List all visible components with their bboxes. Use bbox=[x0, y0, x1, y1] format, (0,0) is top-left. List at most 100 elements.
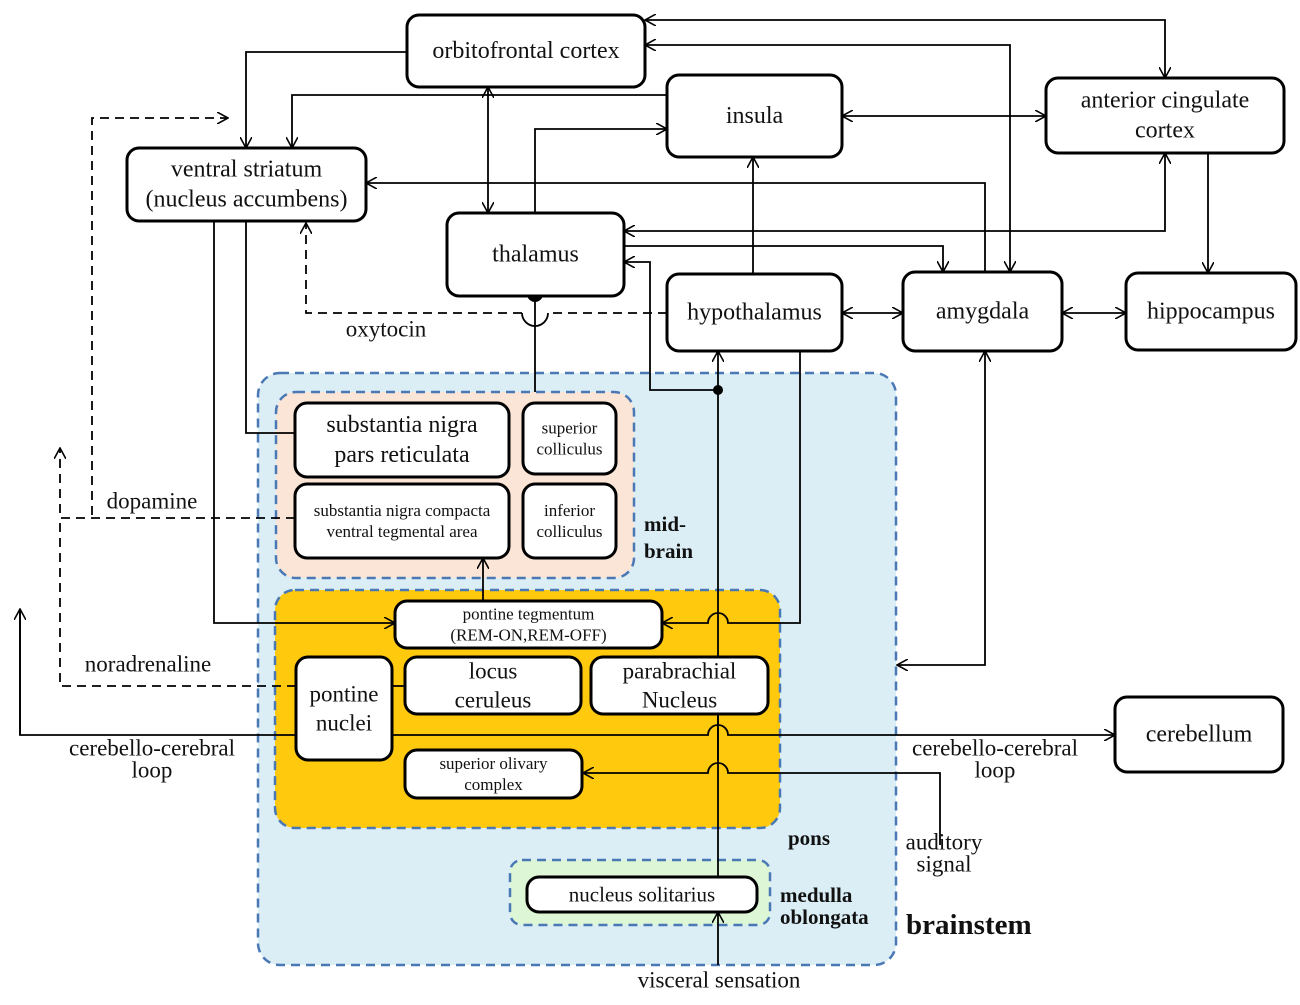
loop-right-label: loop bbox=[975, 758, 1016, 783]
oxytocin-label: oxytocin bbox=[346, 317, 427, 342]
thalamus-to-insula-arrow bbox=[534, 129, 667, 213]
thalamus-to-amygdala-arrow bbox=[624, 245, 943, 272]
node-label: anterior cingulate bbox=[1081, 88, 1250, 114]
node-box bbox=[525, 875, 759, 914]
auditory-to-olivary-arrow bbox=[583, 762, 941, 845]
node-label: substantia nigra bbox=[326, 412, 478, 438]
node-locus-ceruleus: locus ceruleus bbox=[403, 655, 583, 716]
loop-left-label: loop bbox=[132, 758, 173, 783]
loop-left-label: cerebello-cerebral bbox=[69, 736, 235, 761]
node-insula: insula bbox=[665, 73, 844, 159]
node-label: orbitofrontal cortex bbox=[432, 38, 619, 64]
node-box bbox=[901, 270, 1064, 353]
node-box bbox=[403, 748, 584, 800]
dopamine-pathway-line bbox=[60, 448, 295, 519]
node-box bbox=[294, 655, 394, 762]
node-hypothalamus: hypothalamus bbox=[665, 272, 844, 353]
node-box bbox=[521, 482, 618, 560]
loop-right-label: cerebello-cerebral bbox=[912, 736, 1078, 761]
insula-to-striatum-arrow bbox=[292, 94, 667, 148]
neuromodulator-pathways bbox=[59, 118, 667, 687]
node-box bbox=[521, 401, 618, 476]
ascending-junction-dot bbox=[713, 385, 723, 395]
node-label: amygdala bbox=[936, 299, 1030, 325]
node-label: ventral tegmental area bbox=[326, 522, 477, 541]
node-label: pontine bbox=[310, 682, 379, 707]
thalamus-ascending-arrow bbox=[624, 262, 718, 391]
striatum-to-tegmentum-arrow bbox=[213, 221, 395, 623]
node-box bbox=[405, 13, 647, 89]
node-label: nucleus solitarius bbox=[569, 883, 715, 907]
nodes: orbitofrontal cortex insula anterior cingu… bbox=[125, 13, 1298, 914]
noradrenaline-pathway-line bbox=[59, 520, 296, 687]
node-acc: anterior cingulate cortex bbox=[1044, 76, 1286, 155]
oxytocin-jump bbox=[521, 312, 549, 327]
node-label: pontine tegmentum bbox=[463, 604, 595, 623]
node-label: inferior bbox=[544, 501, 595, 520]
node-label: (REM-ON,REM-OFF) bbox=[450, 626, 606, 645]
node-pontine-nuclei: pontine nuclei bbox=[294, 655, 394, 762]
node-label: hypothalamus bbox=[687, 300, 822, 326]
acc-to-thalamus-arrow bbox=[624, 153, 1165, 231]
medulla-label: oblongata bbox=[780, 905, 869, 929]
amygdala-brainstem-arrow bbox=[897, 351, 985, 665]
dopamine-label: dopamine bbox=[107, 489, 198, 514]
node-label: insula bbox=[726, 103, 784, 129]
ofc-to-striatum-arrow bbox=[246, 51, 407, 148]
node-label: hippocampus bbox=[1147, 299, 1275, 325]
node-superior-olivary: superior olivary complex bbox=[403, 748, 584, 800]
node-box bbox=[445, 211, 626, 298]
node-box bbox=[1124, 271, 1298, 352]
node-label: complex bbox=[464, 775, 523, 794]
node-label: thalamus bbox=[492, 242, 579, 268]
medulla-label: medulla bbox=[780, 883, 853, 907]
node-hippocampus: hippocampus bbox=[1124, 271, 1298, 352]
node-nucleus-solitarius: nucleus solitarius bbox=[525, 875, 759, 914]
node-ventral-striatum: ventral striatum (nucleus accumbens) bbox=[125, 146, 368, 223]
node-label: Nucleus bbox=[642, 687, 717, 712]
node-box bbox=[1044, 76, 1286, 155]
pons-label: pons bbox=[788, 826, 830, 850]
node-label: (nucleus accumbens) bbox=[146, 187, 348, 213]
node-box bbox=[125, 146, 368, 223]
midbrain-label: mid- bbox=[644, 512, 686, 536]
node-label: ventral striatum bbox=[171, 157, 323, 183]
brainstem-label: brainstem bbox=[906, 909, 1032, 941]
node-label: substantia nigra compacta bbox=[314, 501, 491, 520]
connections bbox=[20, 20, 1208, 965]
node-box bbox=[293, 482, 511, 560]
midbrain-label: brain bbox=[644, 539, 693, 563]
striatum-to-sn-reticulata-line bbox=[245, 221, 295, 434]
node-sn-reticulata: substantia nigra pars reticulata bbox=[293, 401, 511, 479]
auditory-label: auditory bbox=[906, 830, 983, 855]
node-label: pars reticulata bbox=[334, 442, 470, 468]
node-box bbox=[589, 655, 770, 716]
node-box bbox=[403, 655, 583, 716]
node-sn-compacta-vta: substantia nigra compacta ventral tegment… bbox=[293, 482, 511, 560]
node-label: superior bbox=[542, 418, 598, 437]
node-label: ceruleus bbox=[455, 687, 532, 712]
node-label: nuclei bbox=[316, 710, 372, 735]
node-label: cortex bbox=[1135, 118, 1195, 144]
node-box bbox=[393, 599, 664, 650]
node-label: locus bbox=[469, 659, 518, 684]
auditory-label: signal bbox=[917, 852, 972, 877]
node-label: superior olivary bbox=[439, 754, 548, 773]
dopamine-to-striatum-arrow bbox=[91, 118, 228, 515]
hypothalamus-to-tegmentum-arrow bbox=[662, 351, 801, 623]
noradrenaline-label: noradrenaline bbox=[85, 652, 211, 677]
ofc-acc-arrow bbox=[645, 20, 1165, 78]
node-box bbox=[665, 272, 844, 353]
node-box bbox=[293, 401, 511, 479]
node-pontine-tegmentum: pontine tegmentum (REM-ON,REM-OFF) bbox=[393, 599, 664, 650]
visceral-label: visceral sensation bbox=[638, 968, 801, 993]
node-orbitofrontal: orbitofrontal cortex bbox=[405, 13, 647, 89]
node-thalamus: thalamus bbox=[445, 211, 626, 298]
oxytocin-pathway-arrow bbox=[306, 223, 667, 314]
node-box bbox=[665, 73, 844, 159]
node-label: cerebellum bbox=[1146, 722, 1253, 748]
